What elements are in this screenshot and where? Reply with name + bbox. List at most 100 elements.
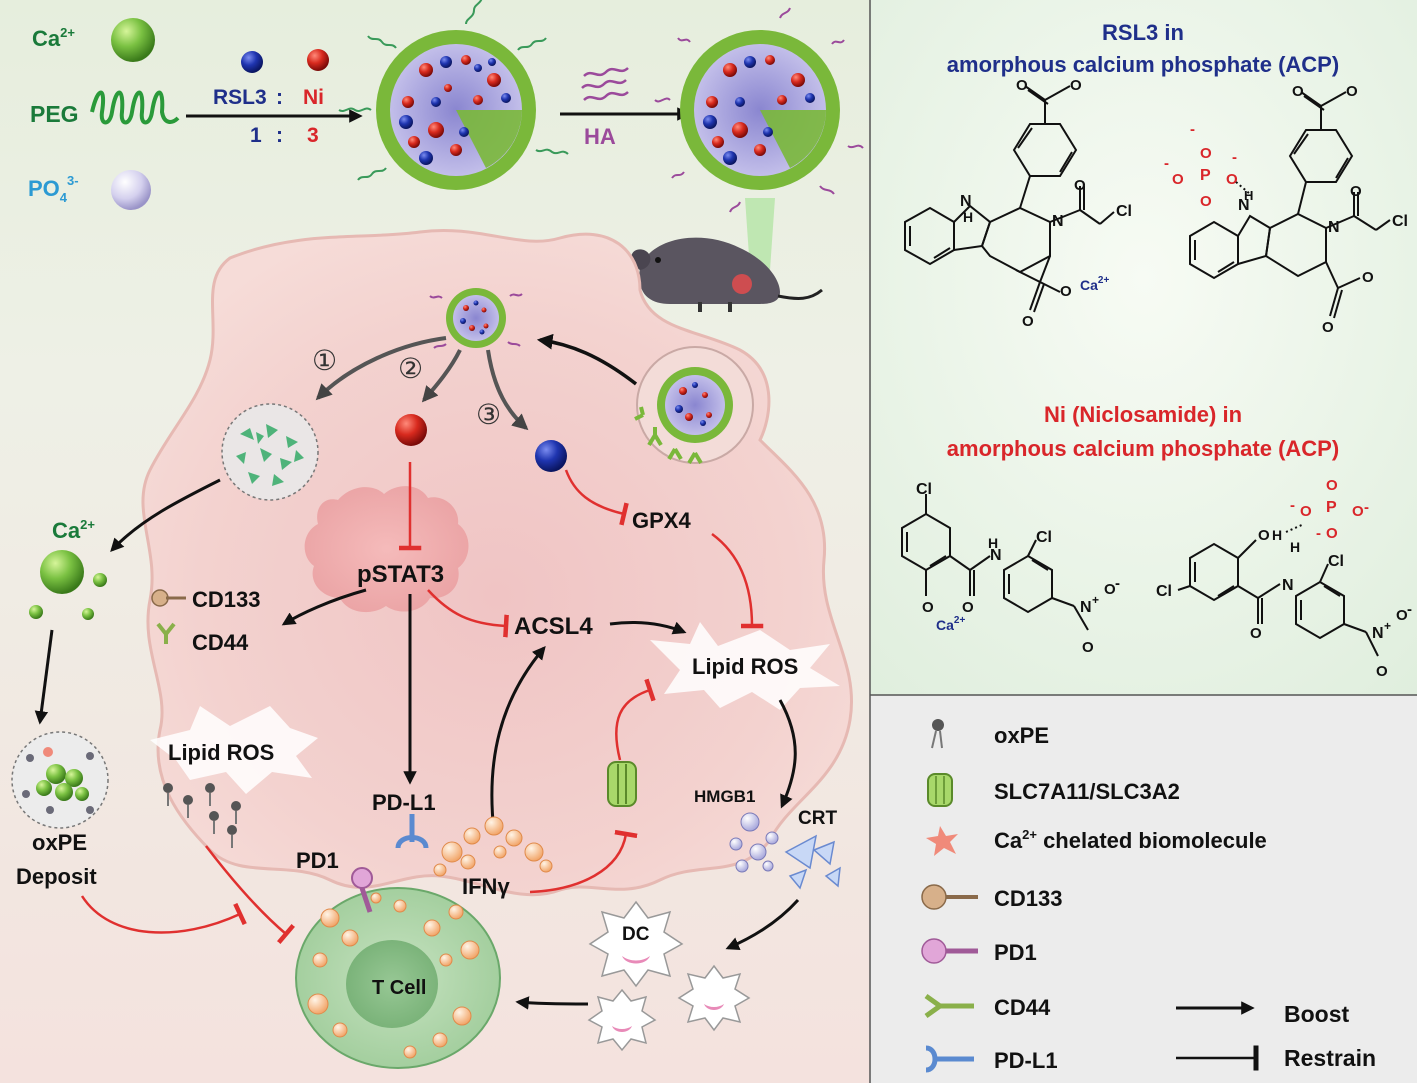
rsl3-structure-title-1: RSL3 in	[1102, 20, 1184, 45]
released-ca-label: Ca2+	[52, 517, 95, 543]
svg-text:O: O	[962, 599, 974, 616]
hydrogen-bond	[1285, 523, 1305, 533]
svg-text:Cl: Cl	[916, 481, 932, 498]
acsl4-label: ACSL4	[514, 613, 593, 640]
rsl3-label: RSL3	[213, 86, 267, 109]
route-3-arrow	[486, 349, 529, 431]
step-2-marker: ②	[398, 352, 423, 385]
svg-text:Cl: Cl	[1328, 553, 1344, 570]
legend: oxPE SLC7A11/SLC3A2 Ca2+ chelated biomol…	[921, 719, 1376, 1073]
gpx4-label: GPX4	[632, 508, 691, 533]
transporter-inhibits-lipid-ros	[615, 678, 656, 761]
svg-text:O: O	[1250, 625, 1262, 642]
svg-text:-: -	[1316, 525, 1321, 542]
svg-text:+: +	[1384, 619, 1391, 633]
svg-text:N: N	[1328, 219, 1340, 236]
svg-text:O: O	[1292, 83, 1304, 100]
ha-polymer-icon	[581, 67, 629, 101]
oxpe-deposit-label-1: oxPE	[32, 830, 87, 855]
peg-coil-icon	[90, 90, 180, 125]
ni-label: Ni	[303, 86, 324, 109]
ifng-label: IFNγ	[462, 874, 510, 899]
ratio-right: 3	[307, 124, 319, 147]
pdl1-receptor-icon	[925, 1045, 974, 1073]
phosphate-sphere-icon	[111, 170, 151, 210]
legend-panel-bg	[870, 695, 1417, 1083]
pdl1-receptor-icon	[395, 814, 429, 849]
oxpe-deposit-label-2: Deposit	[16, 864, 97, 889]
svg-text:N: N	[1238, 197, 1250, 214]
lipid-ros-left-label: Lipid ROS	[168, 740, 274, 765]
svg-text:O: O	[1376, 663, 1388, 680]
svg-text:O: O	[1396, 607, 1408, 624]
svg-text:H: H	[963, 209, 973, 225]
t-cell	[295, 887, 501, 1069]
pstat3-to-stemness-arrow	[281, 588, 367, 626]
route-2-arrow	[421, 349, 462, 403]
lipid-ros-inhibits-tcell	[205, 845, 295, 945]
lipid-ros-right-label: Lipid ROS	[692, 654, 798, 679]
slc7a11-transporter	[607, 761, 637, 807]
dendritic-cell	[587, 988, 657, 1052]
rsl3-chelated-ca: Ca2+	[1080, 275, 1109, 293]
legend-restrain-label: Restrain	[1284, 1045, 1376, 1071]
niclosamide-ca-chelate-atoms: Cl O O N H Cl N + O - O	[916, 481, 1120, 656]
svg-text:H: H	[1244, 188, 1253, 203]
oxpe-lipid-icon	[931, 719, 944, 749]
cd133-receptor-icon	[921, 884, 978, 910]
dendritic-cell	[588, 900, 684, 988]
phosphate-group-niclosamide: P O O O O - - -	[1290, 477, 1369, 542]
svg-text:H: H	[1290, 539, 1300, 555]
cd44-receptor-icon	[924, 993, 974, 1019]
damp-to-dc-arrow	[725, 898, 800, 950]
legend-label-transporter: SLC7A11/SLC3A2	[994, 779, 1180, 804]
svg-text:-: -	[1290, 497, 1295, 514]
svg-text:O: O	[1060, 283, 1072, 300]
ratio-colon-bottom: :	[276, 124, 283, 147]
svg-text:O: O	[1200, 193, 1212, 210]
transporter-icon	[927, 773, 953, 807]
released-calcium-ion	[82, 608, 94, 620]
svg-text:O: O	[1074, 177, 1086, 194]
svg-text:N: N	[1080, 599, 1092, 616]
mouse-icon	[631, 237, 823, 312]
pd1-receptor-icon	[921, 938, 978, 964]
lipid-ros-burst-right	[650, 622, 840, 710]
svg-text:H: H	[1272, 527, 1282, 543]
t-cell-label: T Cell	[372, 977, 426, 999]
released-calcium-ion	[40, 550, 84, 594]
svg-text:-: -	[1190, 121, 1195, 138]
rsl3-phosphate-atoms: N H N Cl O O O O O	[1238, 83, 1408, 336]
pstat3-inhibits-acsl4	[427, 589, 509, 638]
svg-text:O: O	[1172, 171, 1184, 188]
phosphate-group-rsl3: P O O O O - - -	[1164, 121, 1238, 210]
peg-label: PEG	[30, 101, 79, 127]
oxpe-inhibits-tcell	[80, 895, 247, 934]
niclosamide-ball	[395, 414, 427, 446]
released-calcium-ion	[29, 605, 43, 619]
rsl3-phosphate-structure	[1189, 91, 1391, 319]
gpx4-inhibits-lipid-ros	[711, 532, 764, 629]
acsl4-to-lipid-ros-arrow	[609, 620, 687, 635]
calcium-sphere-icon	[111, 18, 155, 62]
ni-structure-title-1: Ni (Niclosamide) in	[1044, 402, 1242, 427]
rsl3-structure-title-2: amorphous calcium phosphate (ACP)	[947, 52, 1339, 77]
hydrogen-bond	[1235, 181, 1251, 195]
crt-triangles	[784, 834, 841, 890]
niclosamide-phosphate-structure	[1177, 539, 1379, 657]
pd1-receptor-icon	[351, 867, 373, 913]
svg-text:-: -	[1164, 155, 1169, 172]
acp-nanoparticle	[338, 0, 569, 190]
svg-text:-: -	[1115, 575, 1120, 592]
svg-text:O: O	[1016, 77, 1028, 94]
ni-structure-title-2: amorphous calcium phosphate (ACP)	[947, 436, 1339, 461]
cd133-receptor-icon	[151, 589, 186, 607]
svg-text:-: -	[1364, 499, 1369, 516]
rsl3-ca-chelate-structure	[904, 85, 1115, 313]
legend-label-cd44: CD44	[994, 995, 1051, 1020]
niclosamide-phosphate-atoms: Cl O H O N H Cl N + O - O	[1156, 527, 1412, 680]
svg-text:O: O	[1326, 525, 1338, 542]
svg-text:P: P	[1326, 499, 1337, 516]
svg-text:+: +	[1092, 593, 1099, 607]
pstat3-label: pSTAT3	[357, 561, 444, 588]
